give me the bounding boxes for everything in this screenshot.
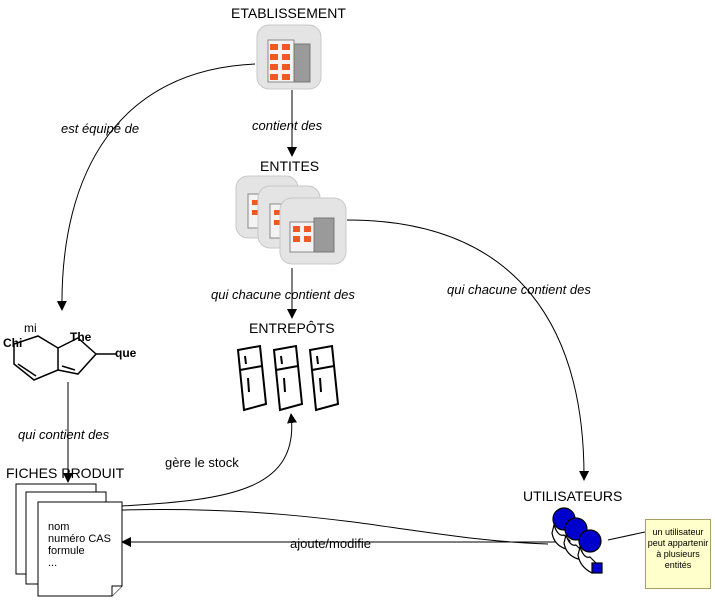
- field-cas: numéro CAS: [48, 533, 111, 545]
- fiche-fields: nom numéro CAS formule ...: [48, 521, 111, 569]
- edge-label-est-equipe-de: est équipé de: [61, 121, 140, 136]
- edge-label-gere-le-stock: gère le stock: [165, 455, 239, 470]
- edge-label-contient-des: contient des: [252, 118, 323, 133]
- edge-label-qui-chacune-2: qui chacune contient des: [447, 282, 591, 297]
- field-nom: nom: [48, 521, 70, 533]
- entrepots-label: ENTREPÔTS: [249, 320, 335, 336]
- etablissement-label: ETABLISSEMENT: [231, 5, 346, 21]
- edge-label-qui-contient-des: qui contient des: [18, 427, 110, 442]
- documents-icon: [15, 483, 123, 597]
- fridge-icons: [236, 344, 340, 412]
- note-line-2: peut appartenir: [647, 538, 709, 548]
- note-connector: [607, 531, 646, 541]
- chimie-part-1: Chi: [3, 336, 23, 350]
- edge-fiches-users: [121, 509, 549, 545]
- edge-label-ajoute-modifie: ajoute/modifie: [290, 536, 371, 551]
- field-ellipsis: ...: [48, 557, 58, 569]
- edge-est-equipe-de: [56, 63, 256, 311]
- fiches-produit-label: FICHES PRODUIT: [6, 465, 125, 481]
- edge-qui-chacune-utilisateurs: [346, 219, 590, 481]
- utilisateurs-label: UTILISATEURS: [523, 488, 623, 504]
- edge-label-qui-chacune-1: qui chacune contient des: [211, 287, 355, 302]
- entities-building-icons: [235, 175, 347, 265]
- note-line-3: à plusieurs: [656, 549, 700, 559]
- chimie-part-2: mi: [24, 321, 37, 335]
- users-icon: [551, 507, 603, 574]
- chimie-logo: [13, 335, 116, 381]
- edge-gere-le-stock: [121, 413, 298, 507]
- chimie-part-4: que: [115, 346, 137, 360]
- note-line-1: un utilisateur: [652, 527, 704, 537]
- note-line-4: entités: [664, 560, 692, 570]
- chimie-part-3: The: [70, 330, 92, 344]
- field-formule: formule: [48, 545, 85, 557]
- sticky-note: un utilisateur peut appartenir à plusieu…: [645, 519, 711, 589]
- building-icon: [256, 24, 322, 90]
- entites-label: ENTITES: [260, 158, 320, 174]
